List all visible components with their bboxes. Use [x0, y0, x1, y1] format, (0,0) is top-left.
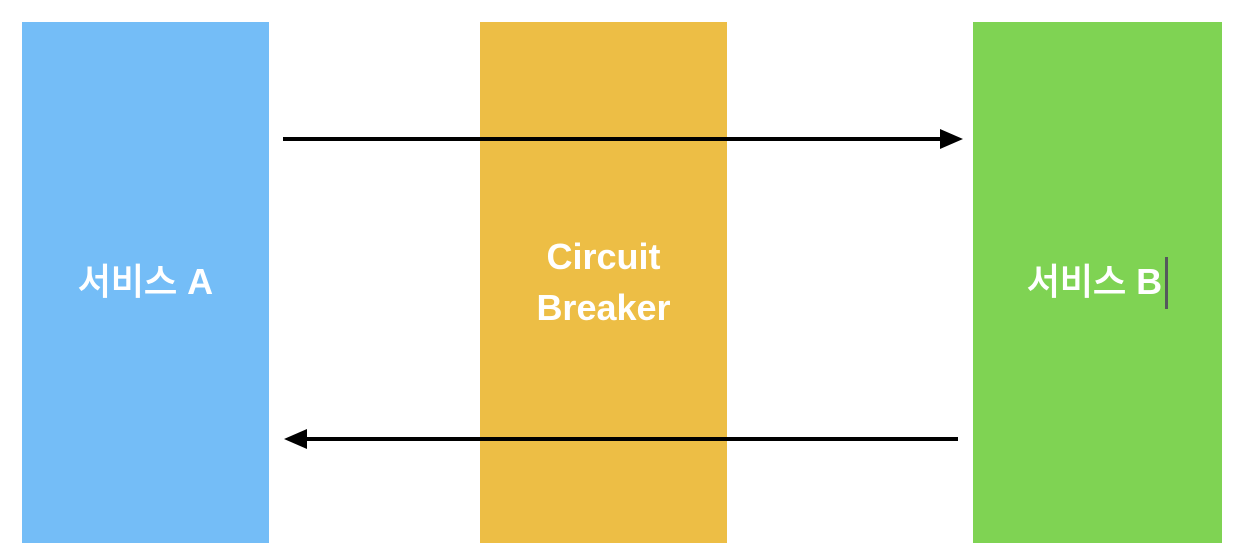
circuit-breaker-box[interactable]: Circuit Breaker: [480, 22, 727, 543]
circuit-breaker-label: Circuit Breaker: [536, 236, 671, 328]
service-b-label-wrap: 서비스 B: [1026, 256, 1169, 309]
service-a-label: 서비스 A: [77, 261, 214, 303]
arrow-b-to-a[interactable]: [284, 429, 958, 449]
arrow-left-icon: [284, 429, 307, 449]
service-a-box[interactable]: 서비스 A: [22, 22, 269, 543]
arrow-right-icon: [940, 129, 963, 149]
service-b-box[interactable]: 서비스 B: [973, 22, 1222, 543]
text-cursor: [1165, 256, 1169, 309]
arrow-a-to-b[interactable]: [283, 129, 963, 149]
service-b-label: 서비스 B: [1026, 261, 1163, 303]
